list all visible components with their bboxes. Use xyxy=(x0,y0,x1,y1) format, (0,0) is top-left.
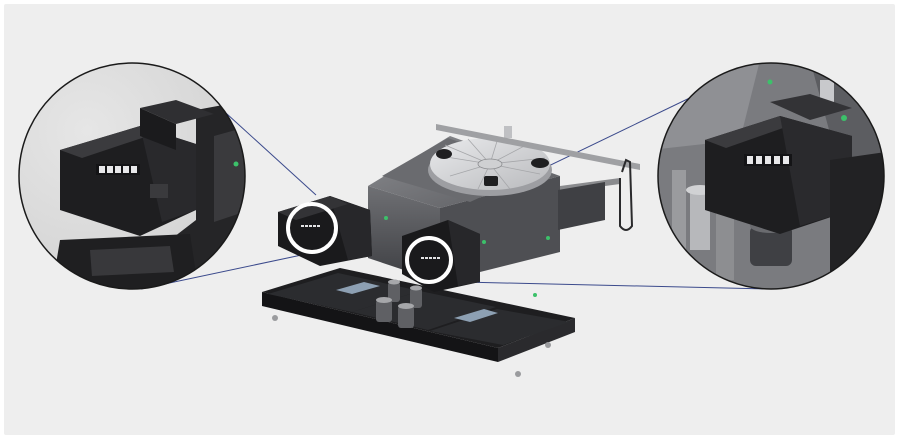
left-magnified-inset xyxy=(18,62,246,290)
left-highlight-ring xyxy=(286,202,338,254)
machine-body xyxy=(262,124,640,377)
right-highlight-ring xyxy=(405,236,453,284)
right-magnified-inset xyxy=(657,62,885,290)
